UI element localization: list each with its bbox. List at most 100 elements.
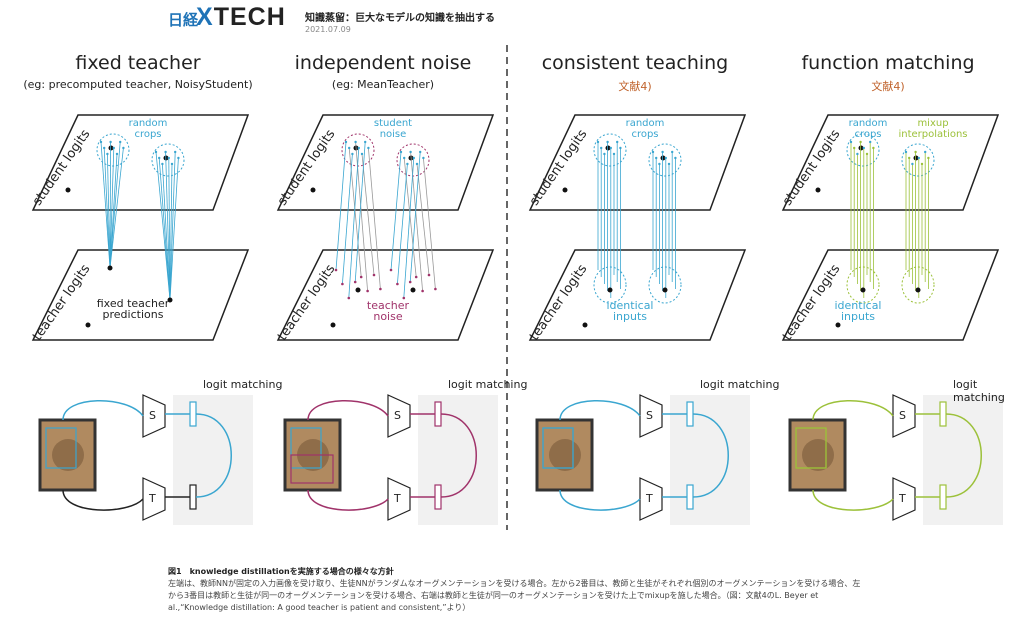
student-output — [939, 401, 947, 427]
student-sample — [158, 156, 161, 160]
crop-cluster — [151, 143, 185, 177]
student-sample — [667, 162, 671, 166]
student-network — [892, 394, 916, 438]
student-sample — [596, 140, 600, 144]
student-sample — [664, 156, 667, 160]
match-line — [423, 157, 436, 290]
teacher-network — [892, 477, 916, 521]
student-sample — [674, 156, 677, 160]
upper-annotation: random crops — [128, 118, 168, 140]
data-point — [65, 187, 71, 193]
student-sample — [658, 162, 661, 166]
student-sample — [911, 162, 914, 166]
student-sample — [865, 152, 869, 156]
figure-diagram — [31, 45, 1003, 530]
teacher-sample — [341, 282, 344, 286]
student-sample — [671, 150, 674, 154]
match-line — [403, 157, 415, 299]
student-sample — [609, 146, 612, 150]
student-sample — [600, 146, 603, 150]
match-line — [354, 141, 366, 283]
match-line — [103, 147, 111, 269]
teacher-output — [434, 484, 442, 510]
student-sample — [122, 146, 125, 150]
student-sample — [869, 140, 872, 144]
student-input-path — [812, 400, 894, 421]
teacher-input-path — [559, 489, 641, 511]
data-point — [310, 187, 316, 193]
upper-annotation: random crops — [848, 118, 888, 140]
student-sample — [920, 162, 924, 166]
cat-face — [52, 439, 84, 471]
data-point — [330, 322, 336, 328]
student-sample — [174, 150, 177, 154]
matching-loss-path — [195, 413, 232, 498]
matching-loss-path — [945, 413, 982, 498]
upper-annotation: random crops — [625, 118, 665, 140]
student-sample — [403, 156, 406, 160]
student-sample — [927, 156, 930, 160]
student-sample — [409, 150, 412, 154]
crop-cluster — [901, 143, 935, 177]
data-point — [562, 187, 568, 193]
logo-xtech[interactable]: XTECH — [196, 3, 286, 32]
teacher-input-path — [812, 489, 894, 511]
teacher-network — [639, 477, 663, 521]
logo-tech: TECH — [213, 3, 286, 31]
teacher-point — [107, 265, 113, 271]
teacher-sample — [366, 289, 369, 293]
student-sample — [862, 146, 865, 150]
match-line — [155, 151, 171, 301]
crop-cluster — [648, 143, 682, 177]
teacher-output — [939, 484, 947, 510]
teacher-sample — [427, 273, 431, 277]
student-output — [686, 401, 694, 427]
student-label: S — [394, 409, 401, 422]
data-point — [835, 322, 841, 328]
lower-annotation: teacher noise — [366, 299, 410, 323]
match-line — [348, 147, 360, 299]
student-sample — [914, 150, 917, 154]
logit-matching-area — [418, 395, 498, 525]
student-label: S — [899, 409, 906, 422]
student-sample — [164, 150, 167, 154]
student-sample — [849, 140, 853, 144]
match-line — [165, 151, 171, 301]
teacher-sample — [372, 273, 376, 277]
logit-matching-label: logit matching — [203, 378, 283, 391]
student-sample — [348, 146, 351, 150]
match-line — [168, 157, 171, 301]
match-line — [409, 151, 421, 283]
match-line — [109, 147, 124, 269]
student-sample — [924, 150, 927, 154]
student-sample — [412, 156, 415, 160]
data-point — [85, 322, 91, 328]
match-line — [416, 163, 430, 276]
student-network — [639, 394, 663, 438]
student-sample — [872, 146, 875, 150]
teacher-sample — [434, 287, 437, 291]
student-sample — [360, 152, 364, 156]
logit-matching-area — [923, 395, 1003, 525]
teacher-sample — [334, 268, 338, 272]
student-sample — [859, 140, 862, 144]
lower-annotation: identical inputs — [606, 299, 654, 323]
student-plane — [528, 114, 747, 211]
match-line — [107, 153, 111, 269]
teacher-plane — [781, 249, 1000, 341]
panel-subtitle: (eg: MeanTeacher) — [331, 78, 435, 91]
upper-annotation-mixup: mixup interpolations — [898, 118, 968, 140]
match-line — [390, 151, 402, 271]
student-sample — [415, 162, 419, 166]
teacher-plane — [276, 249, 495, 341]
student-sample — [170, 162, 174, 166]
teacher-label: T — [149, 492, 156, 505]
student-point — [913, 155, 919, 161]
teacher-sample — [402, 296, 406, 300]
student-point — [605, 145, 611, 151]
student-sample — [99, 140, 103, 144]
match-line — [397, 163, 408, 285]
student-sample — [612, 152, 616, 156]
teacher-point — [355, 287, 361, 293]
match-line — [100, 141, 111, 269]
